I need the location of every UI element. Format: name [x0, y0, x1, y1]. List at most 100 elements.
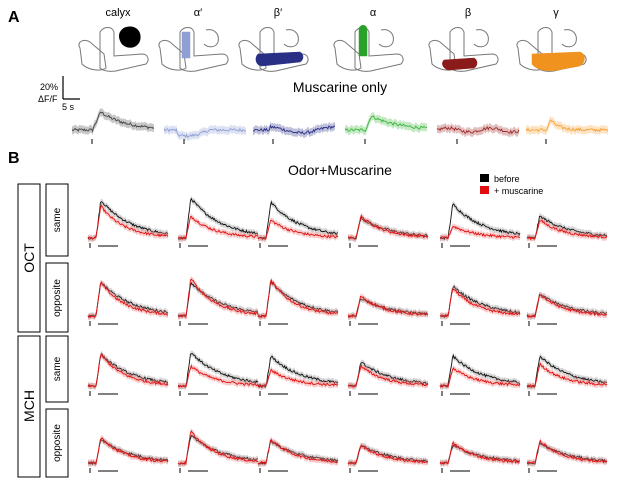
- trace-muscarine: [87, 352, 169, 388]
- trace-before: [439, 444, 521, 465]
- legend-label-before: before: [494, 174, 520, 184]
- trace-sem-band: [88, 202, 168, 243]
- oct-same-label: same: [52, 207, 63, 232]
- highlight-alpha: [358, 25, 368, 57]
- brain-outline-main: [99, 27, 149, 72]
- brain-diagram-alpha: [333, 25, 404, 72]
- scale-bar-y-label: 20%: [40, 82, 58, 92]
- oct-opposite-label: opposite: [52, 279, 63, 317]
- trace-line: [71, 111, 155, 133]
- trace-sem-band: [178, 362, 258, 390]
- trace-sem-band: [178, 195, 258, 243]
- trace-muscarine: [177, 364, 259, 388]
- brain-outline-main: [449, 27, 499, 72]
- panel-a-letter: A: [8, 9, 20, 26]
- trace-muscarine: [257, 278, 339, 319]
- trace-sem-band: [178, 428, 258, 468]
- trace-sem-band: [437, 122, 519, 138]
- trace-before: [257, 439, 339, 465]
- brain-outline-lobe: [78, 39, 107, 71]
- trace-line: [344, 115, 428, 132]
- brain-outline-calyx: [203, 29, 219, 48]
- region-label-betaprime: β′: [274, 7, 282, 19]
- mch-group-box: [17, 335, 41, 478]
- trace-muscarine: [439, 288, 521, 318]
- trace-before: [526, 215, 608, 240]
- trace-muscarine: [177, 215, 259, 240]
- brain-diagrams: [78, 25, 587, 72]
- trace-sem-band: [88, 350, 168, 391]
- trace-muscarine: [526, 362, 608, 389]
- trace-sem-band: [526, 116, 608, 136]
- trace-muscarine: [87, 281, 169, 319]
- brain-outline-main: [537, 27, 587, 72]
- brain-outline-lobe: [158, 39, 187, 71]
- brain-outline-calyx: [283, 29, 299, 48]
- trace-line: [525, 119, 609, 133]
- trace-muscarine: [87, 204, 169, 240]
- trace-before: [439, 285, 521, 319]
- trace-sem-band: [440, 352, 520, 390]
- odor-muscarine-traces: [87, 195, 608, 473]
- region-label-calyx: calyx: [105, 7, 131, 19]
- trace-muscarine: [439, 225, 521, 240]
- trace-muscarine: [439, 441, 521, 465]
- trace-sem-band: [440, 439, 520, 468]
- highlight-alphaprime: [181, 31, 191, 59]
- trace-sem-band: [258, 277, 338, 320]
- muscarine-only-title: Muscarine only: [293, 79, 387, 95]
- mch-same-label: same: [52, 356, 63, 381]
- brain-outline-calyx: [561, 29, 577, 48]
- trace-muscarine: [257, 368, 339, 388]
- trace-before: [347, 361, 429, 388]
- region-label-alpha: α: [370, 7, 377, 19]
- oct-same-box: [45, 183, 69, 257]
- mch-group-label: MCH: [21, 390, 37, 422]
- trace-sem-band: [440, 365, 520, 391]
- scale-bar-x-label: 5 s: [62, 102, 75, 112]
- odor-muscarine-title: Odor+Muscarine: [288, 162, 392, 178]
- highlight-gamma: [531, 51, 585, 71]
- highlight-calyx: [119, 26, 141, 48]
- muscarine-only-traces: [71, 108, 609, 144]
- trace-muscarine: [526, 219, 608, 241]
- trace-before: [257, 355, 339, 389]
- trace-before: [87, 201, 169, 240]
- oct-group-label: OCT: [21, 243, 37, 273]
- trace-line: [163, 127, 247, 139]
- brain-diagram-gamma: [516, 27, 587, 72]
- oct-opposite-box: [45, 262, 69, 333]
- trace-sem-band: [88, 198, 168, 243]
- brain-diagram-alphaprime: [158, 27, 229, 72]
- brain-outline-main: [259, 27, 309, 72]
- trace-sem-band: [348, 293, 428, 320]
- trace-before: [257, 281, 339, 318]
- trace-sem-band: [258, 198, 338, 243]
- region-label-gamma: γ: [553, 7, 559, 19]
- brain-outline-lobe: [333, 39, 362, 71]
- brain-diagram-calyx: [78, 26, 149, 72]
- legend-label-muscarine: + muscarine: [494, 186, 543, 196]
- brain-diagram-beta: [428, 27, 499, 72]
- trace-line: [436, 125, 520, 135]
- mch-opposite-box: [45, 408, 69, 478]
- trace-before: [526, 442, 608, 465]
- trace-before: [257, 200, 339, 241]
- trace-before: [347, 216, 429, 240]
- trace-muscarine: [439, 366, 521, 389]
- scale-bar: 20% ΔF/F 5 s: [38, 76, 80, 112]
- trace-muscarine: [257, 439, 339, 465]
- trace-before: [87, 282, 169, 319]
- highlight-beta: [442, 57, 478, 71]
- trace-sem-band: [258, 366, 338, 391]
- trace-muscarine: [177, 430, 259, 466]
- trace-before: [177, 197, 259, 240]
- trace-muscarine: [347, 364, 429, 388]
- trace-sem-band: [527, 437, 607, 467]
- trace-muscarine: [347, 295, 429, 318]
- trace-sem-band: [178, 276, 258, 321]
- trace-sem-band: [345, 112, 427, 136]
- brain-outline-main: [179, 27, 229, 72]
- trace-sem-band: [348, 362, 428, 390]
